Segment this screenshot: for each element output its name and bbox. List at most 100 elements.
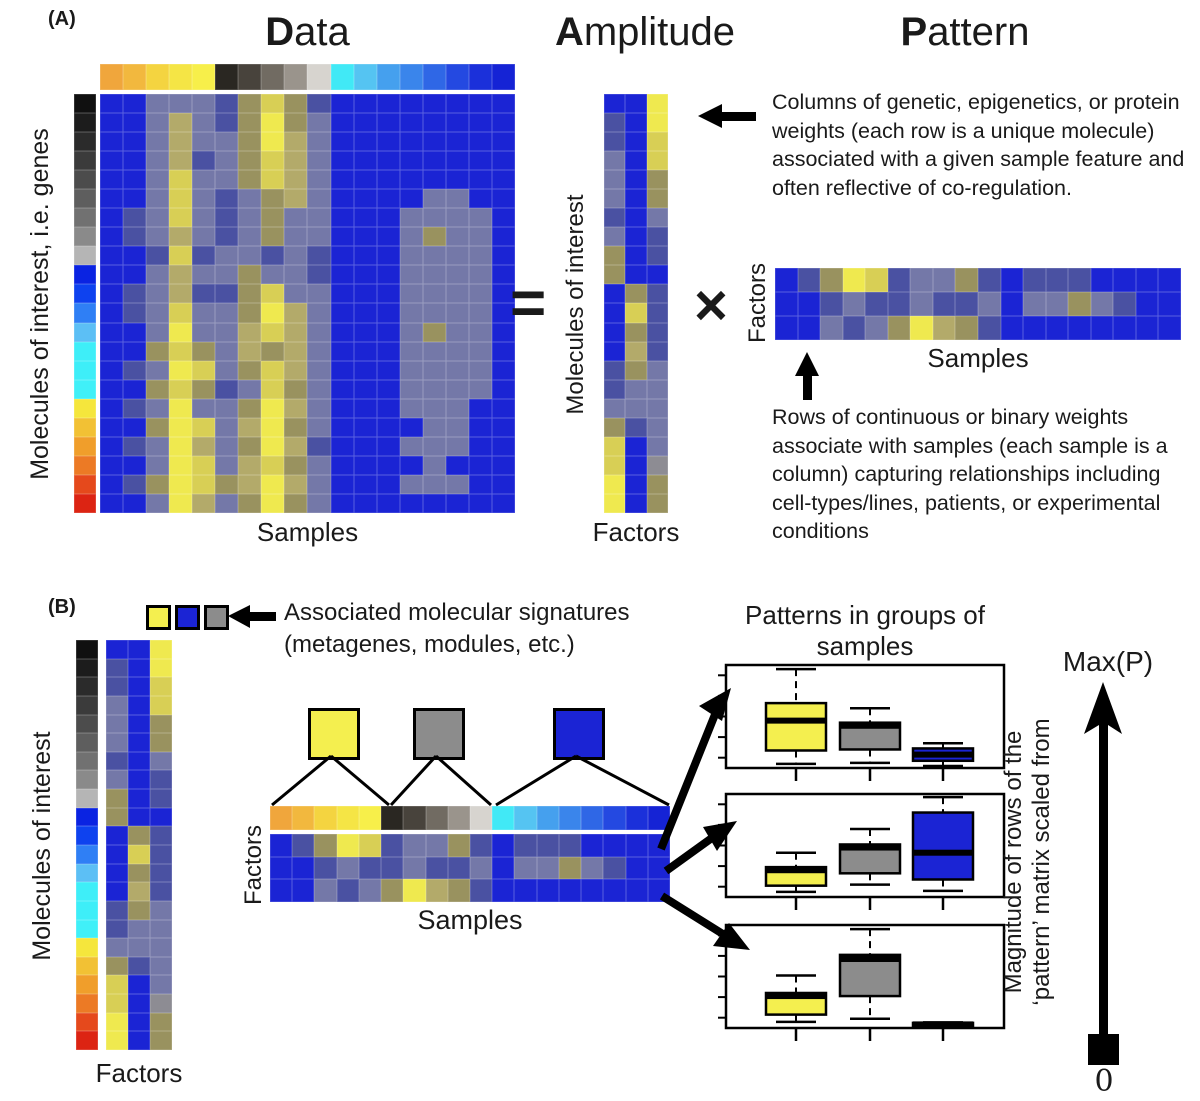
matrix-cell xyxy=(445,151,469,171)
data-bottom-axis-label: Samples xyxy=(256,517,359,547)
matrix-cell xyxy=(123,151,147,171)
matrix-cell xyxy=(445,341,469,361)
matrix-cell xyxy=(261,208,285,228)
matrix-cell xyxy=(330,455,354,475)
pattern-bottom-axis-label: Samples xyxy=(927,343,1029,373)
matrix-cell xyxy=(330,265,354,285)
matrix-cell xyxy=(238,303,262,323)
matrix-cell xyxy=(261,227,285,247)
matrix-cell xyxy=(403,834,426,857)
matrix-cell xyxy=(1045,316,1069,340)
matrix-cell xyxy=(468,474,492,494)
matrix-cell xyxy=(74,113,96,133)
matrix-cell xyxy=(646,113,668,133)
scale-axis-label-line2: ‘pattern’ matrix scaled from xyxy=(1027,718,1055,1006)
matrix-cell xyxy=(261,341,285,361)
matrix-cell xyxy=(146,360,170,380)
matrix-cell xyxy=(422,208,446,228)
matrix-cell xyxy=(604,493,626,513)
pattern-title-rest: attern xyxy=(927,10,1030,54)
matrix-cell xyxy=(468,455,492,475)
matrix-cell xyxy=(238,227,262,247)
matrix-cell xyxy=(646,322,668,342)
matrix-cell xyxy=(445,474,469,494)
matrix-cell xyxy=(399,493,423,513)
matrix-cell xyxy=(123,379,147,399)
matrix-cell xyxy=(128,789,150,808)
matrix-cell xyxy=(604,151,626,171)
scale-zero-label: 0 xyxy=(1094,1064,1114,1099)
matrix-cell xyxy=(491,322,515,342)
matrix-cell xyxy=(76,658,98,678)
matrix-cell xyxy=(445,284,469,304)
matrix-cell xyxy=(307,151,331,171)
matrix-cell xyxy=(376,455,400,475)
matrix-cell xyxy=(169,170,193,190)
matrix-cell xyxy=(604,303,626,323)
matrix-cell xyxy=(977,268,1001,292)
matrix-cell xyxy=(150,640,172,659)
matrix-cell xyxy=(100,208,124,228)
matrix-cell xyxy=(192,246,216,266)
matrix-cell xyxy=(74,208,96,228)
matrix-cell xyxy=(128,1031,150,1050)
amplitude-b-bottom-axis-label: Factors xyxy=(95,1058,183,1088)
matrix-cell xyxy=(646,265,668,285)
matrix-cell xyxy=(932,316,956,340)
matrix-cell xyxy=(646,170,668,190)
matrix-cell xyxy=(491,170,515,190)
matrix-cell xyxy=(399,284,423,304)
matrix-cell xyxy=(491,379,515,399)
matrix-cell xyxy=(514,879,537,902)
matrix-cell xyxy=(604,132,626,152)
matrix-cell xyxy=(150,714,172,734)
matrix-cell xyxy=(100,417,124,437)
matrix-cell xyxy=(625,360,647,380)
matrix-cell xyxy=(128,770,150,790)
matrix-cell xyxy=(106,733,128,752)
matrix-cell xyxy=(646,455,668,475)
matrix-cell xyxy=(1000,292,1024,316)
matrix-cell xyxy=(123,265,147,285)
matrix-cell xyxy=(604,436,626,456)
matrix-cell xyxy=(330,208,354,228)
matrix-cell xyxy=(76,975,98,995)
pattern-left-axis-label: Factors xyxy=(744,262,771,343)
matrix-cell xyxy=(100,265,124,285)
amplitude-title-cap: A xyxy=(554,10,584,54)
matrix-cell xyxy=(797,316,821,340)
matrix-cell xyxy=(261,151,285,171)
matrix-cell xyxy=(1023,316,1046,340)
times-operator: × xyxy=(694,273,728,338)
gene-annotation-bar-b xyxy=(76,640,98,1050)
matrix-cell xyxy=(353,436,377,456)
matrix-cell xyxy=(603,856,626,880)
matrix-cell xyxy=(646,284,668,304)
scale-axis-label: Magnitude of rows of the ‘pattern’ matri… xyxy=(1000,642,1055,1082)
matrix-cell xyxy=(422,379,446,399)
scale-max-label: Max(P) xyxy=(1062,646,1154,677)
signature-square-yellow xyxy=(308,708,360,760)
matrix-cell xyxy=(106,975,128,995)
matrix-cell xyxy=(558,856,582,880)
matrix-cell xyxy=(74,455,96,475)
matrix-cell xyxy=(399,455,423,475)
matrix-cell xyxy=(797,292,821,316)
matrix-cell xyxy=(399,474,423,494)
matrix-cell xyxy=(425,879,448,902)
matrix-cell xyxy=(353,170,377,190)
matrix-cell xyxy=(1090,292,1114,316)
matrix-cell xyxy=(76,789,98,808)
matrix-cell xyxy=(399,436,423,456)
matrix-cell xyxy=(192,284,216,304)
matrix-cell xyxy=(604,360,626,380)
matrix-cell xyxy=(76,640,98,659)
matrix-cell xyxy=(330,151,354,171)
matrix-cell xyxy=(887,292,911,316)
matrix-cell xyxy=(123,398,147,418)
matrix-cell xyxy=(376,113,400,133)
matrix-cell xyxy=(292,856,315,880)
matrix-cell xyxy=(146,113,170,133)
matrix-cell xyxy=(238,417,262,437)
matrix-cell xyxy=(604,246,626,266)
